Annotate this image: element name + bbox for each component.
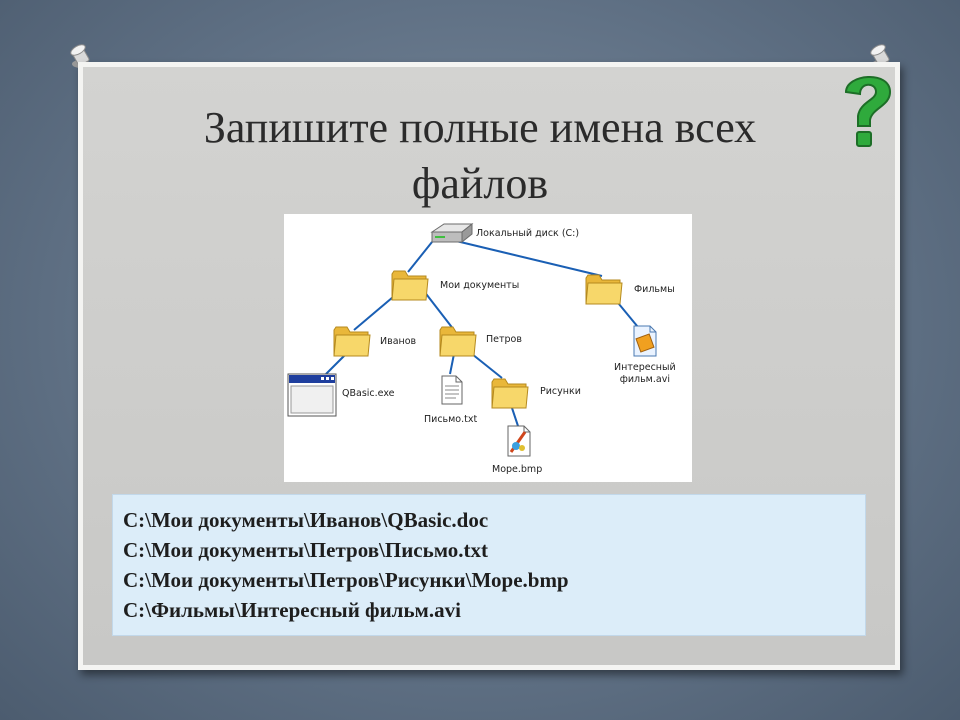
label-petrov: Петров <box>486 334 522 345</box>
question-mark-icon <box>844 76 892 147</box>
folder-icon <box>439 326 477 357</box>
label-disk: Локальный диск (C:) <box>476 228 580 239</box>
label-letter: Письмо.txt <box>424 414 478 425</box>
folder-icon <box>391 270 429 301</box>
answer-line: C:\Мои документы\Петров\Письмо.txt <box>123 538 488 562</box>
label-pictures: Рисунки <box>540 386 581 397</box>
image-file-icon <box>507 425 531 457</box>
video-file-icon <box>633 325 657 357</box>
label-qbasic: QBasic.exe <box>342 388 395 399</box>
folder-icon <box>491 378 529 409</box>
label-film-line-2: фильм.avi <box>619 374 670 385</box>
application-window-icon <box>287 373 337 417</box>
label-my-documents: Мои документы <box>440 280 520 291</box>
title-line-2: файлов <box>411 159 549 208</box>
slide-title: Запишите полные имена всех файлов <box>120 100 840 212</box>
folder-icon <box>585 274 623 305</box>
answer-line: C:\Фильмы\Интересный фильм.avi <box>123 598 461 622</box>
file-tree-diagram: Локальный диск (C:) Мои документы Фильмы… <box>284 214 692 482</box>
label-interesting-film: Интересный фильм.avi <box>614 362 676 386</box>
label-sea: Море.bmp <box>492 464 543 475</box>
label-films: Фильмы <box>634 284 675 295</box>
answers-box: C:\Мои документы\Иванов\QBasic.doc C:\Мо… <box>112 494 866 636</box>
disk-drive-icon <box>430 222 474 244</box>
answer-line: C:\Мои документы\Петров\Рисунки\Море.bmp <box>123 568 569 592</box>
folder-icon <box>333 326 371 357</box>
text-file-icon <box>441 375 463 405</box>
label-film-line-1: Интересный <box>614 362 676 373</box>
answer-line: C:\Мои документы\Иванов\QBasic.doc <box>123 508 489 532</box>
title-line-1: Запишите полные имена всех <box>203 103 757 152</box>
label-ivanov: Иванов <box>380 336 417 347</box>
